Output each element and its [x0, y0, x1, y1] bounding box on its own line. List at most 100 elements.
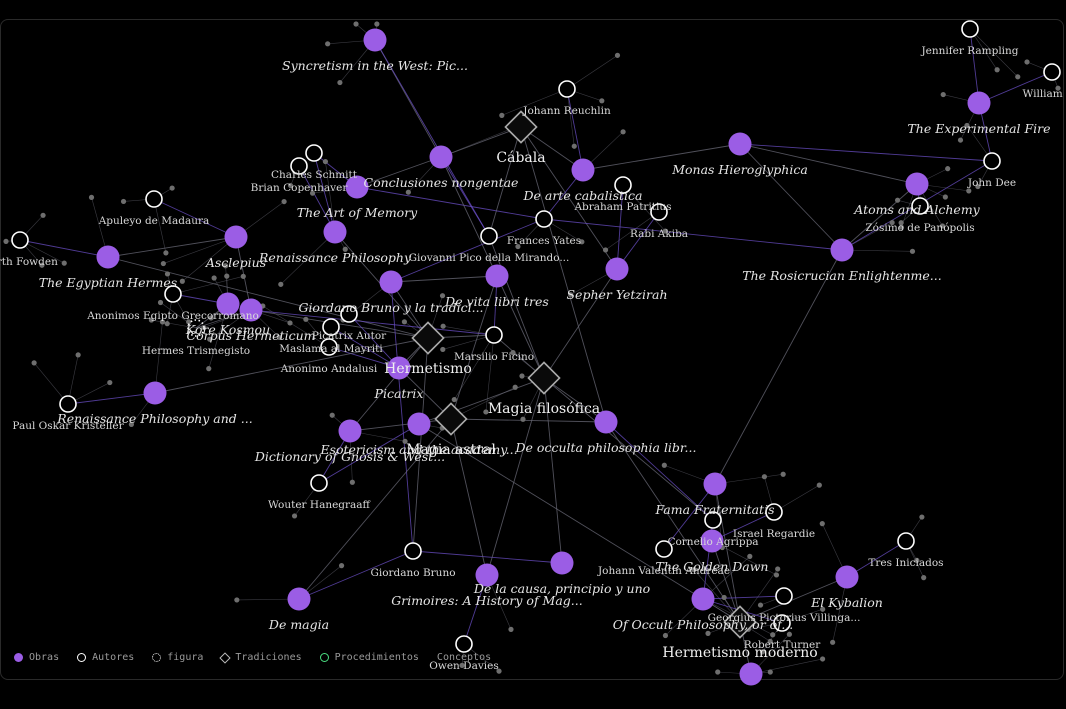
work-node[interactable]	[835, 565, 859, 589]
concept-dot[interactable]	[921, 575, 927, 581]
concept-dot[interactable]	[88, 194, 95, 200]
concept-dot[interactable]	[761, 474, 768, 480]
concept-dot[interactable]	[705, 630, 711, 636]
work-node[interactable]	[594, 410, 618, 434]
concept-dot[interactable]	[440, 346, 446, 353]
concept-dot[interactable]	[291, 513, 298, 519]
concept-dot[interactable]	[816, 482, 822, 488]
work-node[interactable]	[550, 551, 574, 575]
concept-dot[interactable]	[287, 320, 293, 326]
concept-dot[interactable]	[512, 384, 518, 390]
work-node[interactable]	[287, 587, 311, 611]
author-node[interactable]	[961, 20, 979, 38]
concept-dot[interactable]	[451, 396, 457, 403]
concept-dot[interactable]	[499, 112, 505, 118]
concept-dot[interactable]	[39, 262, 45, 268]
concept-dot[interactable]	[662, 632, 669, 639]
concept-dot[interactable]	[914, 557, 920, 564]
legend-item-traditions[interactable]: Tradiciones	[219, 651, 302, 664]
concept-dot[interactable]	[515, 243, 521, 250]
concept-dot[interactable]	[338, 563, 345, 569]
author-node[interactable]	[775, 587, 793, 605]
concept-dot[interactable]	[939, 223, 946, 229]
work-node[interactable]	[967, 91, 991, 115]
concept-dot[interactable]	[325, 41, 331, 47]
concept-dot[interactable]	[164, 321, 170, 327]
author-node[interactable]	[485, 326, 503, 344]
work-node[interactable]	[739, 662, 763, 686]
concept-dot[interactable]	[830, 639, 836, 645]
author-node[interactable]	[11, 231, 29, 249]
author-node[interactable]	[322, 318, 340, 336]
concept-dot[interactable]	[780, 471, 786, 477]
concept-dot[interactable]	[160, 260, 166, 267]
work-node[interactable]	[475, 563, 499, 587]
tradition-node[interactable]	[527, 361, 561, 395]
concept-dot[interactable]	[329, 412, 335, 418]
legend-item-authors[interactable]: Autores	[77, 652, 134, 663]
concept-dot[interactable]	[747, 553, 753, 559]
concept-dot[interactable]	[128, 421, 134, 427]
concept-dot[interactable]	[759, 649, 766, 655]
legend-item-works[interactable]: Obras	[14, 652, 59, 663]
author-node[interactable]	[558, 80, 576, 98]
work-node[interactable]	[571, 158, 595, 182]
work-node[interactable]	[728, 132, 752, 156]
concept-dot[interactable]	[767, 638, 773, 644]
concept-dot[interactable]	[401, 319, 408, 325]
author-node[interactable]	[290, 157, 308, 175]
concept-dot[interactable]	[148, 317, 155, 323]
concept-dot[interactable]	[120, 198, 127, 205]
author-node[interactable]	[59, 395, 77, 413]
work-node[interactable]	[96, 245, 120, 269]
work-node[interactable]	[338, 419, 362, 443]
author-node[interactable]	[455, 635, 473, 653]
concept-dot[interactable]	[820, 606, 826, 612]
concept-dot[interactable]	[349, 479, 355, 485]
concept-dot[interactable]	[614, 52, 621, 58]
concept-dot[interactable]	[620, 129, 626, 135]
work-node[interactable]	[224, 225, 248, 249]
concept-dot[interactable]	[757, 602, 764, 608]
work-node[interactable]	[387, 356, 411, 380]
concept-dot[interactable]	[208, 315, 214, 321]
concept-dot[interactable]	[240, 273, 246, 279]
author-node[interactable]	[765, 503, 783, 521]
concept-dot[interactable]	[579, 239, 585, 245]
concept-dot[interactable]	[1055, 85, 1061, 91]
concept-dot[interactable]	[510, 350, 516, 356]
work-node[interactable]	[239, 298, 263, 322]
concept-dot[interactable]	[898, 220, 904, 226]
concept-dot[interactable]	[402, 438, 408, 444]
concept-dot[interactable]	[786, 631, 793, 637]
concept-dot[interactable]	[224, 273, 230, 279]
concept-dot[interactable]	[278, 281, 284, 287]
concept-dot[interactable]	[919, 514, 925, 520]
concept-dot[interactable]	[186, 319, 192, 325]
work-node[interactable]	[830, 238, 854, 262]
concept-dot[interactable]	[894, 197, 901, 203]
author-node[interactable]	[773, 614, 791, 632]
work-node[interactable]	[605, 257, 629, 281]
work-node[interactable]	[691, 587, 715, 611]
concept-dot[interactable]	[1024, 59, 1030, 65]
concept-dot[interactable]	[207, 336, 213, 342]
author-node[interactable]	[911, 197, 929, 215]
concept-dot[interactable]	[898, 224, 904, 230]
tradition-node[interactable]	[504, 110, 538, 144]
concept-dot[interactable]	[31, 360, 37, 366]
concept-dot[interactable]	[661, 462, 667, 468]
concept-dot[interactable]	[169, 185, 175, 191]
author-node[interactable]	[340, 305, 358, 323]
work-node[interactable]	[485, 264, 509, 288]
concept-dot[interactable]	[164, 271, 171, 277]
concept-dot[interactable]	[775, 566, 781, 572]
concept-dot[interactable]	[819, 656, 826, 662]
legend-item-concepts[interactable]: Conceptos	[437, 652, 491, 663]
concept-dot[interactable]	[571, 143, 577, 149]
concept-dot[interactable]	[945, 166, 951, 172]
work-node[interactable]	[216, 292, 240, 316]
work-node[interactable]	[345, 175, 369, 199]
work-node[interactable]	[379, 270, 403, 294]
